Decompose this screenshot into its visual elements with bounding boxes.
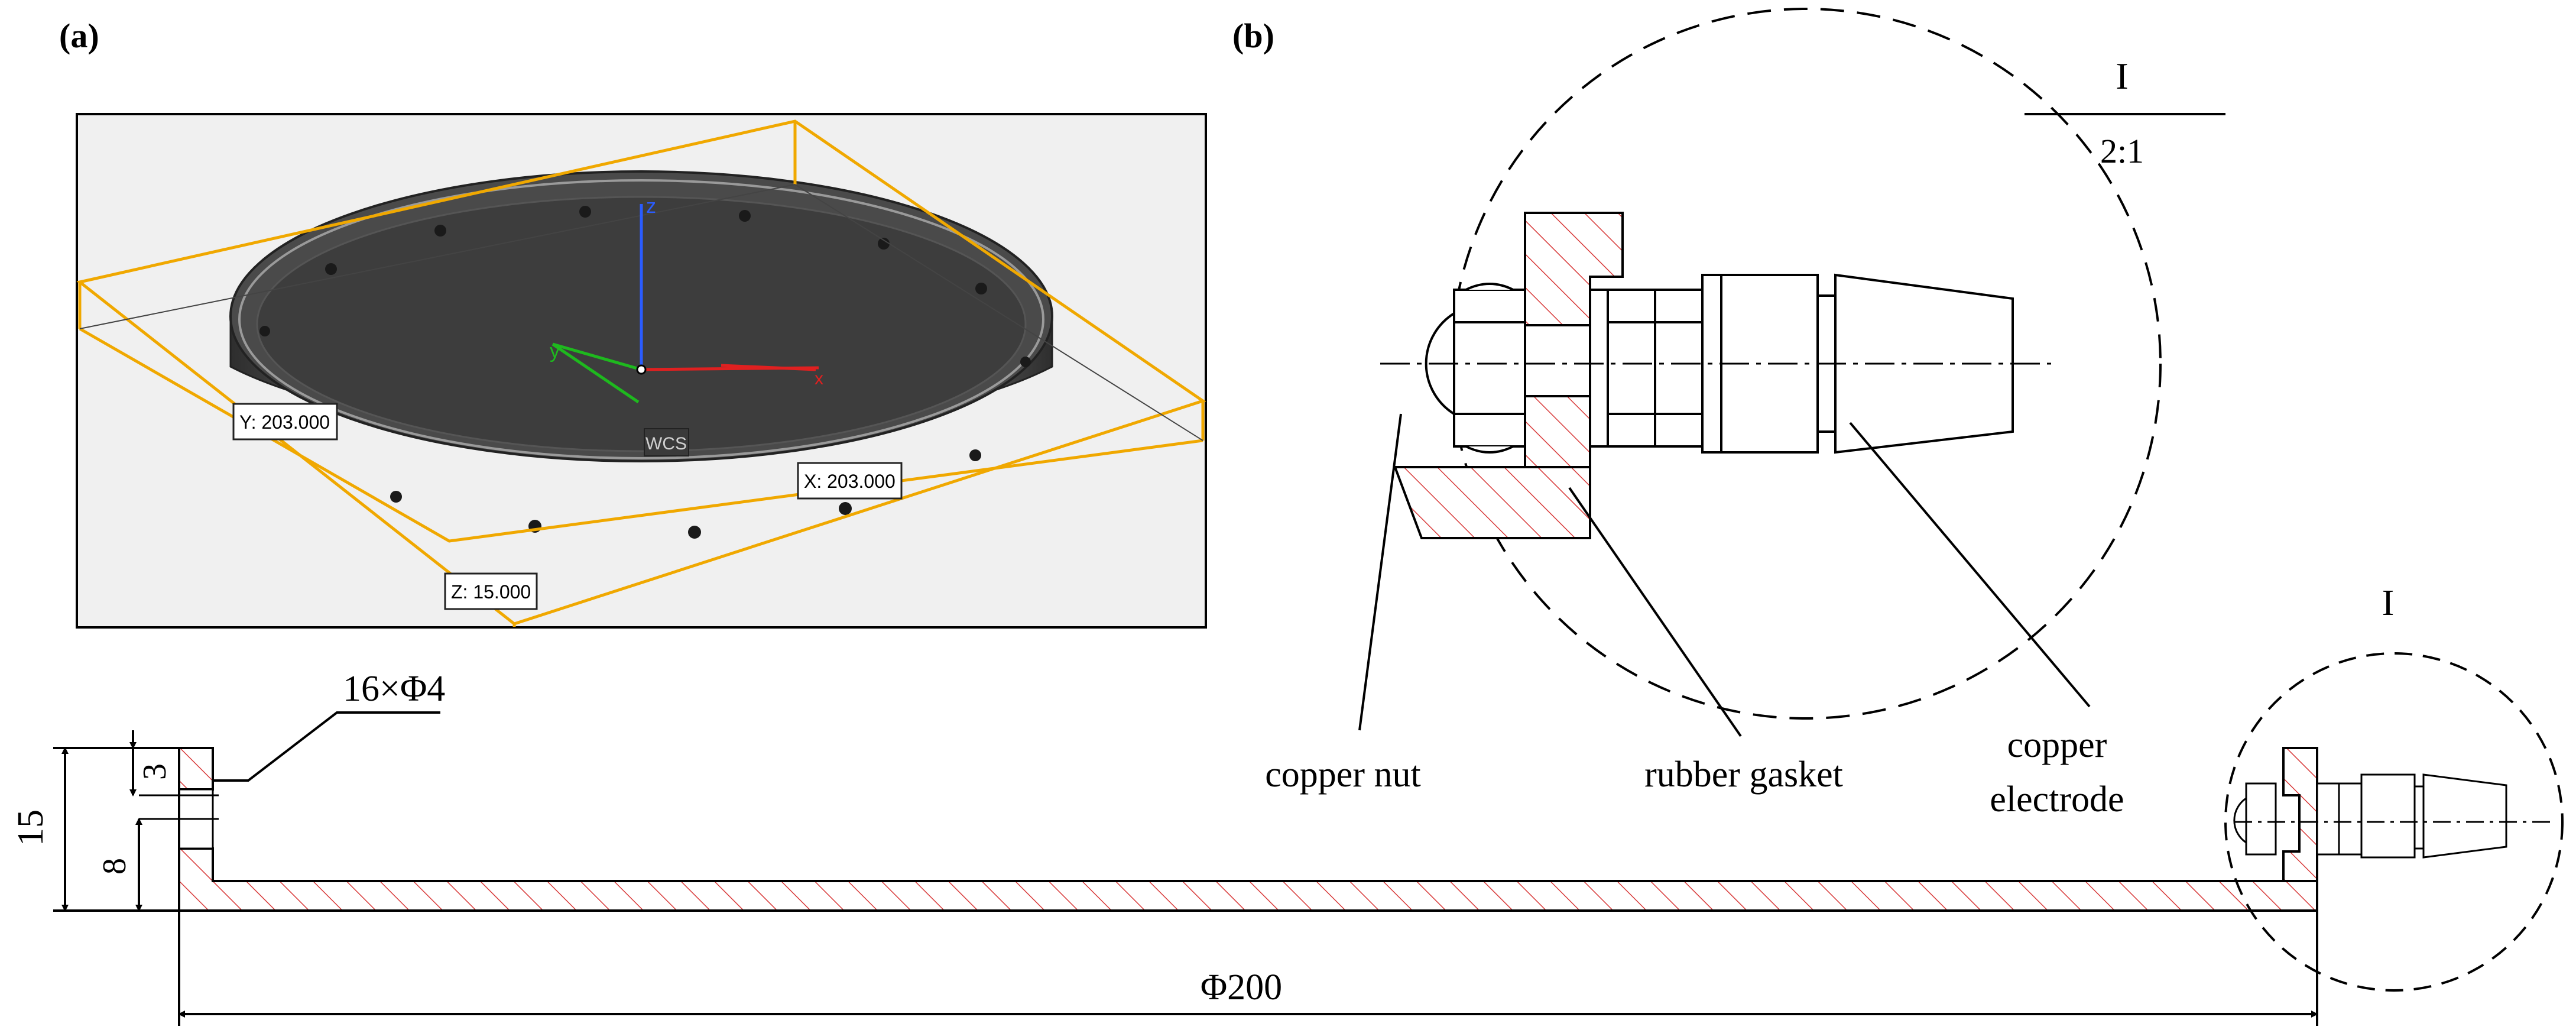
dim-height-3: 3 xyxy=(137,763,173,780)
z-axis-label: z xyxy=(646,195,656,218)
small-detail-label: I xyxy=(2382,583,2395,623)
wcs-label: WCS xyxy=(645,434,687,454)
detail-title: I 2:1 xyxy=(2025,55,2225,170)
dim-z-label: Z: 15.000 xyxy=(451,581,531,603)
leader-lines xyxy=(1358,413,2091,737)
callout-copper-nut: copper nut xyxy=(1265,754,1420,795)
dim-height-8: 8 xyxy=(96,858,133,875)
holes-leader xyxy=(213,711,440,782)
dim-diameter: Φ200 xyxy=(1201,967,1282,1008)
callout-copper-electrode-1: copper xyxy=(2007,725,2107,765)
callout-copper-electrode-2: electrode xyxy=(1990,779,2124,820)
detail-title-roman: I xyxy=(2116,55,2128,97)
cross-section xyxy=(139,747,2318,912)
x-axis-label: x xyxy=(815,369,823,388)
dim-height-15: 15 xyxy=(11,809,51,846)
callout-rubber-gasket: rubber gasket xyxy=(1644,754,1843,795)
dim-y-box: Y: 203.000 xyxy=(232,403,338,441)
rubber-gasket-shape xyxy=(1589,289,1609,448)
dim-x-box: X: 203.000 xyxy=(797,462,903,500)
copper-nut-shape xyxy=(1453,283,1526,454)
panel-a-label: (a) xyxy=(59,17,99,55)
detail-assembly-small xyxy=(2233,773,2554,859)
holes-callout: 16×Φ4 xyxy=(343,669,445,709)
cad-view: z x y WCS Y: 203.000 X: 203.000 Z: 15.00… xyxy=(76,113,1207,629)
bounding-box xyxy=(76,119,1206,627)
detail-circle-small xyxy=(2224,652,2564,992)
bounding-box-diagonals xyxy=(79,184,1203,441)
coordinate-axes: z x y WCS xyxy=(550,195,823,456)
diameter-dimension xyxy=(178,911,2318,1026)
panel-b-label: (b) xyxy=(1232,17,1274,55)
detail-assembly-large xyxy=(1380,212,2051,539)
dim-y-label: Y: 203.000 xyxy=(239,412,330,433)
y-axis-label: y xyxy=(550,340,560,362)
detail-scale: 2:1 xyxy=(2100,132,2144,170)
dim-x-label: X: 203.000 xyxy=(804,471,896,492)
height-dimensions xyxy=(53,730,179,912)
dim-z-box: Z: 15.000 xyxy=(444,572,538,610)
